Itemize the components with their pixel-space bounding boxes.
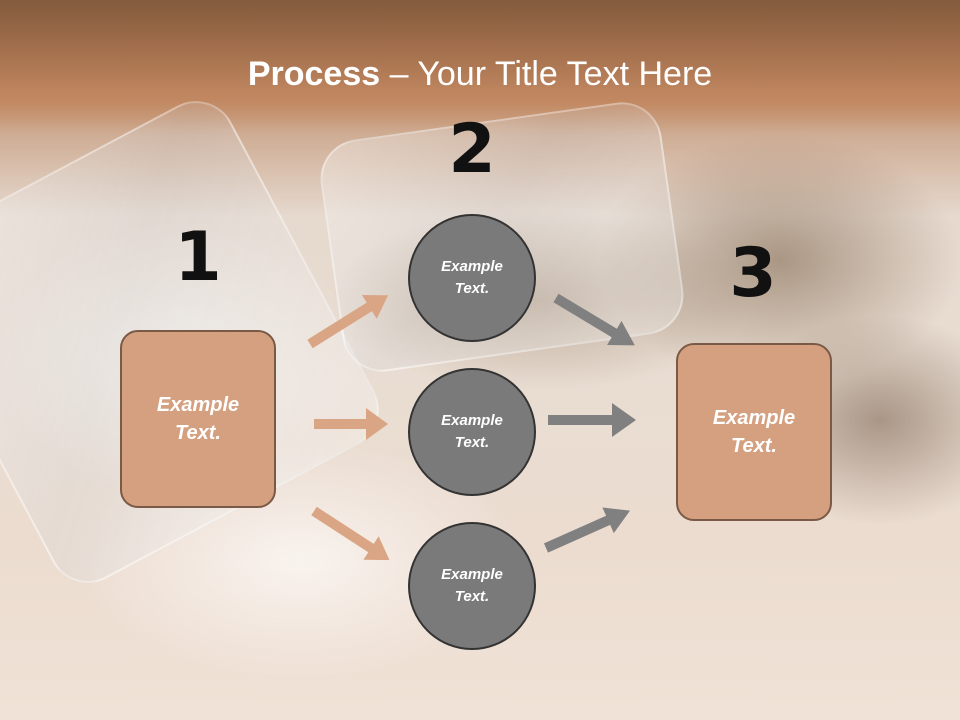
left-step-box-text: Example Text.	[156, 394, 240, 444]
step-number-1: 1	[174, 218, 222, 297]
arrow-left-to-middle	[314, 408, 388, 440]
title-rest: Your Title Text Here	[417, 55, 713, 93]
circle-bottom[interactable]: Example Text.	[408, 522, 536, 650]
arrow-bottom-to-right	[543, 507, 631, 553]
right-step-box[interactable]: Example Text.	[676, 343, 832, 521]
circle-middle-text: Example Text.	[441, 412, 503, 451]
arrow-top-to-right	[553, 293, 635, 346]
title-bold: Process	[247, 55, 381, 93]
title-band	[0, 0, 960, 130]
circle-top-text: Example Text.	[441, 258, 503, 297]
arrow-left-to-bottom	[311, 506, 390, 561]
circle-middle[interactable]: Example Text.	[408, 368, 536, 496]
title-dash: –	[380, 55, 418, 93]
right-step-box-text: Example Text.	[712, 407, 796, 457]
left-step-box[interactable]: Example Text.	[120, 330, 276, 508]
arrow-middle-to-right	[548, 403, 636, 437]
step-number-3: 3	[729, 234, 777, 313]
slide-title: Process – Your Title Text Here	[0, 52, 960, 96]
circle-top[interactable]: Example Text.	[408, 214, 536, 342]
arrow-left-to-top	[307, 295, 389, 349]
circle-bottom-text: Example Text.	[441, 566, 503, 605]
step-number-2: 2	[448, 110, 496, 189]
